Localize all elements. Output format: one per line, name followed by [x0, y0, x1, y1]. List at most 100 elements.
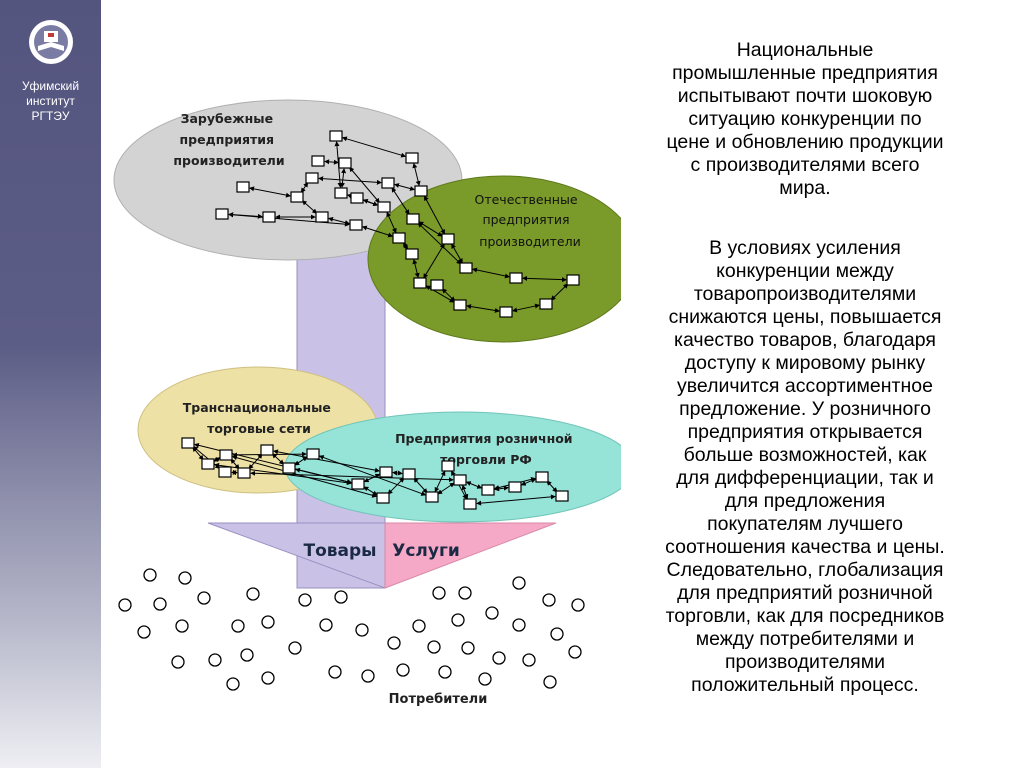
consumer-circle	[396, 663, 410, 677]
text-line: ситуацию конкуренции по	[688, 108, 922, 130]
svg-text:Отечественные предприятия: Отечественные предприятия производители	[475, 192, 582, 249]
foreign-label-line: предприятия	[180, 132, 275, 147]
consumer-circle	[143, 568, 157, 582]
network-link	[391, 187, 410, 215]
consumer-circle	[226, 677, 240, 691]
consumer-circle	[153, 597, 167, 611]
enterprise-node	[430, 279, 444, 291]
enterprise-node	[535, 471, 549, 483]
consumer-circle	[240, 648, 254, 662]
enterprise-node	[237, 467, 251, 479]
text-line: мира.	[779, 177, 831, 199]
consumer-circle	[334, 590, 348, 604]
network-link	[472, 267, 510, 279]
text-line: соотношения качества и цены.	[665, 536, 945, 558]
network-link	[361, 225, 394, 238]
enterprise-node	[509, 272, 523, 284]
svg-text:Предприятия розничной торг: Предприятия розничной торговли РФ	[395, 431, 577, 467]
consumer-circle	[261, 615, 275, 629]
enterprise-node	[377, 201, 391, 213]
consumer-circle	[568, 645, 582, 659]
consumer-circle	[288, 641, 302, 655]
text-line: больше возможностей, как	[683, 444, 927, 466]
enterprise-node	[349, 219, 363, 231]
market-diagram: Зарубежные предприятия производители Оте…	[113, 99, 621, 707]
network-link	[546, 480, 558, 493]
consumer-circle	[197, 591, 211, 605]
network-link	[228, 212, 350, 227]
consumer-circle	[175, 619, 189, 633]
text-line: для предприятий розничной	[677, 582, 933, 604]
domestic-label-line: Отечественные	[475, 192, 578, 207]
institute-line: Уфимский	[21, 79, 80, 93]
consumer-circle	[485, 606, 499, 620]
enterprise-node	[405, 152, 419, 164]
network-link	[412, 162, 421, 187]
consumer-circle	[438, 665, 452, 679]
text-line: торговли, как для посредников	[665, 605, 945, 627]
enterprise-node	[376, 492, 390, 504]
consumer-circle	[492, 651, 506, 665]
text-line: товаропроизводителями	[693, 283, 917, 305]
consumer-circle	[246, 587, 260, 601]
goods-label: Товары	[303, 541, 376, 561]
enterprise-node	[499, 306, 513, 318]
consumer-circle	[208, 653, 222, 667]
network-link	[402, 241, 409, 251]
text-line: промышленные предприятия	[672, 62, 938, 84]
network-link	[341, 136, 407, 158]
main-paragraph: В условиях усиления конкуренции между то…	[622, 237, 988, 697]
institute-name: Уфимский институт РГТЭУ	[0, 79, 101, 124]
consumer-circle	[328, 665, 342, 679]
enterprise-node	[425, 491, 439, 503]
text-line: В условиях усиления	[709, 237, 901, 259]
enterprise-node	[441, 460, 455, 472]
consumer-circle	[171, 655, 185, 669]
text-line: доступу к мировому рынку	[684, 352, 926, 374]
intro-paragraph: Национальные промышленные предприятия ис…	[622, 39, 988, 200]
network-link	[249, 186, 291, 198]
enterprise-node	[555, 490, 569, 502]
text-line: для предложения	[724, 490, 886, 512]
network-link	[476, 494, 556, 506]
enterprise-node	[201, 458, 215, 470]
enterprise-node	[290, 191, 304, 203]
enterprise-node	[379, 466, 393, 478]
text-line: для дифференциации, так и	[676, 467, 934, 489]
enterprise-node	[282, 462, 296, 474]
text-line: цене и обновлению продукции	[666, 131, 944, 153]
enterprise-node	[260, 444, 274, 456]
enterprise-node	[218, 466, 232, 478]
text-line: снижаются цены, повышается	[668, 306, 942, 328]
text-line: между потребителями и	[695, 628, 915, 650]
enterprise-node	[315, 211, 329, 223]
consumer-circle	[412, 619, 426, 633]
consumer-circle	[461, 641, 475, 655]
network-link	[393, 183, 416, 191]
enterprise-node	[351, 478, 365, 490]
enterprise-node	[262, 211, 276, 223]
services-arrow-head	[384, 522, 557, 589]
enterprise-node	[350, 192, 364, 204]
text-line: конкуренции между	[716, 260, 894, 282]
consumer-circle	[261, 671, 275, 685]
enterprise-node	[219, 449, 233, 461]
enterprise-node	[441, 233, 455, 245]
text-line: испытывают почти шоковую	[677, 85, 933, 107]
text-line: производителями	[724, 651, 886, 673]
network-nodes	[181, 130, 580, 510]
text-line: Национальные	[736, 39, 874, 61]
network-link	[300, 182, 309, 193]
consumer-circle	[512, 576, 526, 590]
network-link	[441, 288, 456, 302]
network-link	[349, 166, 380, 204]
consumer-circle	[178, 571, 192, 585]
consumer-circle	[427, 640, 441, 654]
text-line: качество товаров, благодаря	[674, 329, 936, 351]
enterprise-node	[406, 213, 420, 225]
enterprise-node	[414, 185, 428, 197]
network-link	[466, 304, 500, 313]
enterprise-node	[459, 262, 473, 274]
enterprise-node	[329, 130, 343, 142]
enterprise-node	[539, 298, 553, 310]
